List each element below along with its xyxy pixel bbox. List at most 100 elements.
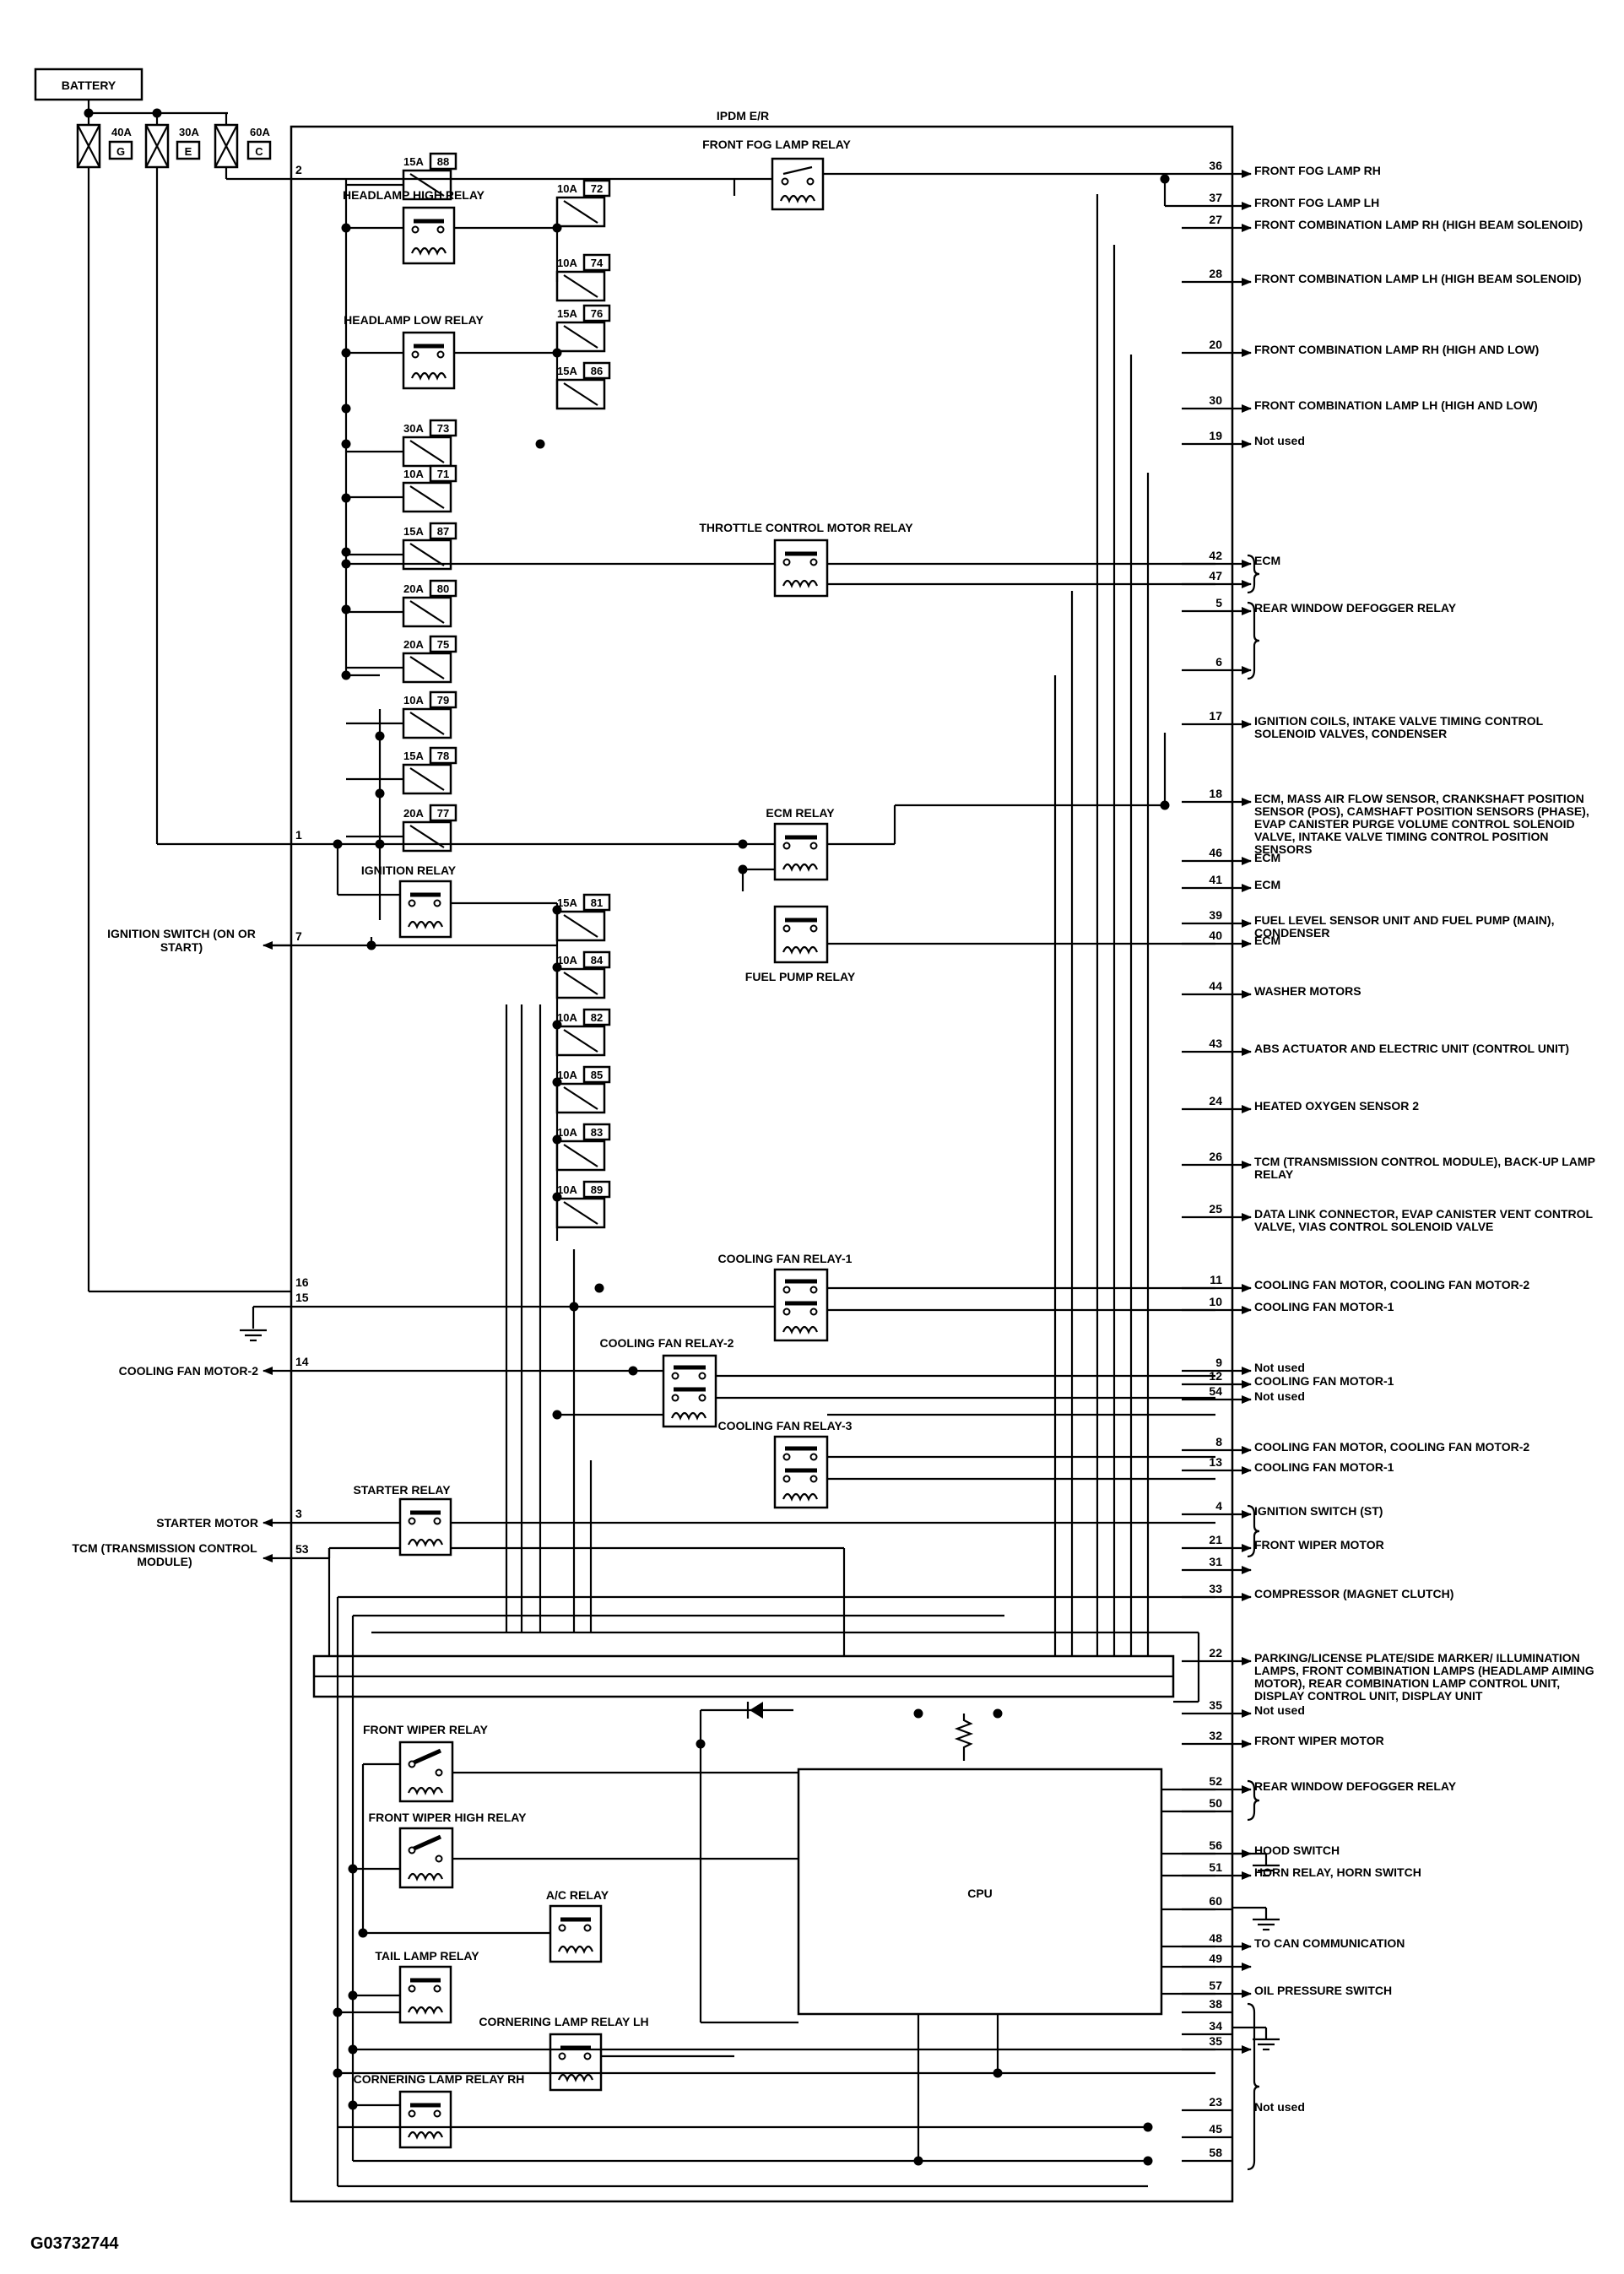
left-pin-2: 2 <box>295 163 302 176</box>
cooling-fan-relay-3-label: COOLING FAN RELAY-3 <box>718 1419 853 1432</box>
junction-dot <box>341 348 351 358</box>
fuse-77-num: 77 <box>437 807 449 820</box>
right-terminal-28: 28 FRONT COMBINATION LAMP LH (HIGH BEAM S… <box>1182 267 1582 286</box>
junction-dot <box>594 1283 604 1293</box>
right-pin-50: 50 <box>1209 1796 1222 1810</box>
junction-dot <box>738 839 748 849</box>
fuse-89-amp: 10A <box>557 1183 577 1196</box>
fuse-77-num-box <box>429 804 457 822</box>
right-pin-39: 39 <box>1209 908 1222 922</box>
fuse-82-amp: 10A <box>557 1011 577 1024</box>
fusible-link-g: 40A G <box>76 113 133 169</box>
front-fog-lamp-relay: FRONT FOG LAMP RELAY <box>702 138 852 211</box>
cornering-lamp-relay-rh-label: CORNERING LAMP RELAY RH <box>354 2072 525 2086</box>
right-label-4: IGNITION SWITCH (ST) <box>1254 1505 1383 1518</box>
fuse-76-num: 76 <box>591 307 603 320</box>
right-label-37: FRONT FOG LAMP LH <box>1254 197 1380 209</box>
right-pin-31: 31 <box>1209 1555 1222 1568</box>
right-label-57: OIL PRESSURE SWITCH <box>1254 1984 1393 1997</box>
fuse-89-num: 89 <box>591 1183 603 1196</box>
fuse-88-element <box>409 173 445 197</box>
right-label-wrap-19: Not used <box>1254 435 1305 447</box>
ground-icon <box>1232 1852 1280 1877</box>
fuse-81-element <box>563 914 598 938</box>
junction-dot <box>552 348 562 358</box>
right-terminal-60: 60 <box>1182 1894 1232 1911</box>
right-pin-24: 24 <box>1209 1094 1222 1107</box>
junction-dot <box>333 839 343 849</box>
fuse-80-element <box>409 600 445 624</box>
fuse-79-amp: 10A <box>403 694 424 707</box>
ignition-switch-label: IGNITION SWITCH (ON OR START) <box>107 927 256 954</box>
right-label-54: Not used <box>1254 1390 1305 1403</box>
left-terminals: 2 1 7 IGNITION SWITCH (ON OR START) 16 1… <box>72 163 331 1568</box>
fuse-87-amp: 15A <box>403 525 424 538</box>
junction-dot <box>341 670 351 680</box>
right-label-17: IGNITION COILS, INTAKE VALVE TIMING CONT… <box>1254 715 1543 740</box>
right-label-30: FRONT COMBINATION LAMP LH (HIGH AND LOW) <box>1254 399 1538 412</box>
fuse-85-element <box>563 1086 598 1110</box>
right-pin-19: 19 <box>1209 429 1222 442</box>
right-label-wrap-37: FRONT FOG LAMP LH <box>1254 197 1380 209</box>
right-pin-30: 30 <box>1209 393 1222 407</box>
headlamp-low-relay-label: HEADLAMP LOW RELAY <box>344 313 484 327</box>
fuse-74-amp: 10A <box>557 257 577 269</box>
left-pin-15: 15 <box>295 1291 309 1304</box>
right-pin-6: 6 <box>1215 655 1222 669</box>
fuse-86-element <box>563 382 598 406</box>
right-label-wrap-28: FRONT COMBINATION LAMP LH (HIGH BEAM SOL… <box>1254 273 1582 285</box>
right-label-wrap-27: FRONT COMBINATION LAMP RH (HIGH BEAM SOL… <box>1254 219 1583 231</box>
right-label-wrap-20: FRONT COMBINATION LAMP RH (HIGH AND LOW) <box>1254 344 1539 356</box>
right-label-8: COOLING FAN MOTOR, COOLING FAN MOTOR-2 <box>1254 1441 1530 1454</box>
front-wiper-relay-label: FRONT WIPER RELAY <box>363 1723 489 1736</box>
junction-dot <box>375 788 385 799</box>
right-pin-41: 41 <box>1209 873 1222 886</box>
right-label-56: HOOD SWITCH <box>1254 1844 1340 1857</box>
right-terminal-30: 30 FRONT COMBINATION LAMP LH (HIGH AND LO… <box>1182 393 1538 413</box>
junction-dot <box>341 223 351 233</box>
throttle-control-motor-relay: THROTTLE CONTROL MOTOR RELAY <box>699 521 913 598</box>
right-label-52: REAR WINDOW DEFOGGER RELAY <box>1254 1780 1457 1793</box>
junction-dot <box>84 108 94 118</box>
tail-lamp-relay: TAIL LAMP RELAY <box>375 1949 479 2024</box>
fuse-84-element <box>563 972 598 995</box>
cooling-fan-relay-3: COOLING FAN RELAY-3 <box>718 1419 853 1509</box>
right-pin-20: 20 <box>1209 338 1222 351</box>
right-pin-35: 35 <box>1209 2034 1222 2048</box>
fuse-80-amp: 20A <box>403 582 424 595</box>
right-pin-47: 47 <box>1209 569 1222 582</box>
tail-lamp-relay-label: TAIL LAMP RELAY <box>375 1949 479 1963</box>
junction-dot <box>535 439 545 449</box>
right-pin-28: 28 <box>1209 267 1222 280</box>
right-pin-37: 37 <box>1209 191 1222 204</box>
fuse-80-num-box <box>429 579 457 598</box>
junction-dot <box>552 223 562 233</box>
fuse-73-num: 73 <box>437 422 449 435</box>
junction-dot <box>552 1077 562 1087</box>
fuse-77-amp: 20A <box>403 807 424 820</box>
right-pin-49: 49 <box>1209 1952 1222 1965</box>
fuse-79-num-box <box>429 690 457 709</box>
right-label-wrap-18: ECM, MASS AIR FLOW SENSOR, CRANKSHAFT PO… <box>1254 793 1589 856</box>
fuse-87-element <box>409 543 445 566</box>
right-label-wrap-32: FRONT WIPER MOTOR <box>1254 1735 1384 1747</box>
